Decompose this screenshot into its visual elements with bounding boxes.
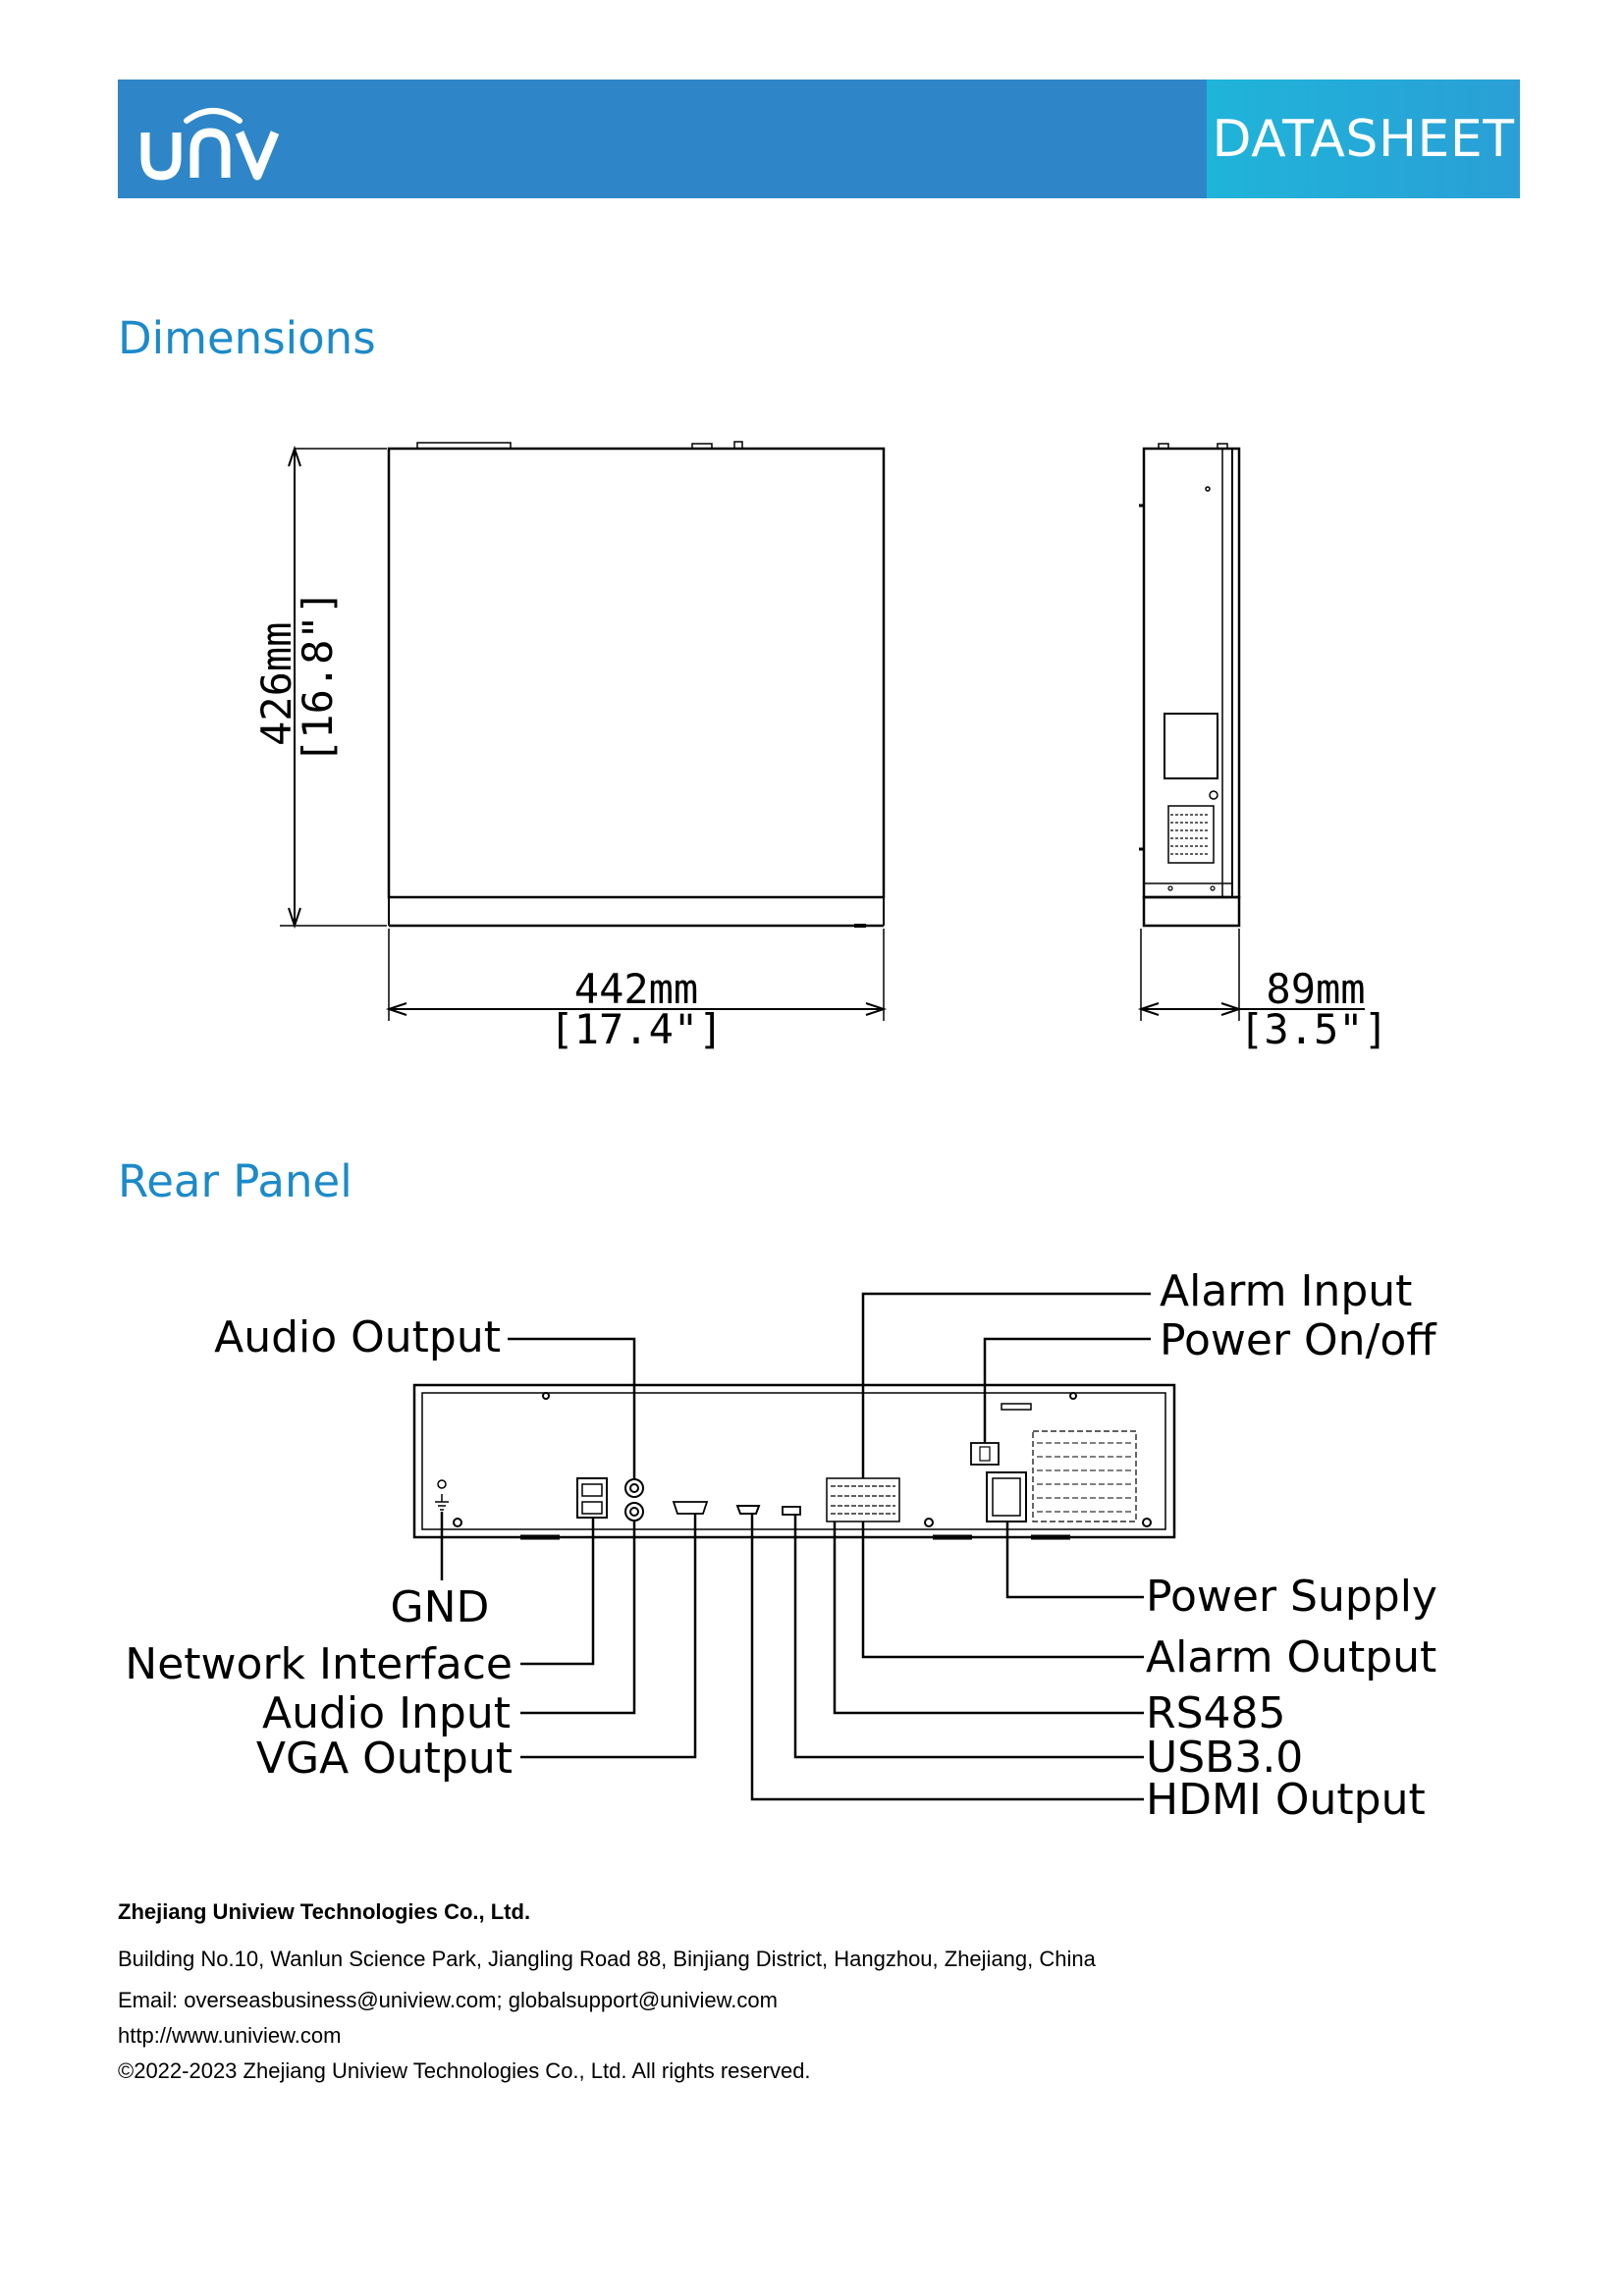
footer-company: Zhejiang Uniview Technologies Co., Ltd. — [118, 1899, 531, 1924]
label-audio-input: Audio Input — [262, 1688, 511, 1738]
footer-copyright: ©2022-2023 Zhejiang Uniview Technologies… — [118, 2058, 811, 2083]
top-view-drawing — [280, 441, 888, 1021]
rear-panel-heading: Rear Panel — [118, 1155, 352, 1207]
dimensions-heading: Dimensions — [118, 312, 376, 364]
height-in-label: [3.5"] — [1239, 1005, 1388, 1053]
datasheet-label: DATASHEET — [1212, 109, 1515, 169]
uniview-logo — [140, 108, 280, 181]
footer-email: Email: overseasbusiness@uniview.com; glo… — [118, 1988, 778, 2012]
datasheet-tag: DATASHEET — [1207, 80, 1520, 198]
width-mm-label: 442mm — [574, 965, 698, 1013]
label-hdmi-output: HDMI Output — [1146, 1775, 1426, 1825]
label-alarm-input: Alarm Input — [1160, 1266, 1412, 1316]
footer-website: http://www.uniview.com — [118, 2023, 342, 2048]
side-view-drawing — [1137, 443, 1365, 1021]
height-mm-label: 89mm — [1266, 965, 1365, 1013]
label-alarm-output: Alarm Output — [1146, 1632, 1436, 1682]
label-rs485: RS485 — [1146, 1688, 1285, 1738]
width-in-label: [17.4"] — [549, 1005, 723, 1053]
label-network-interface: Network Interface — [125, 1639, 513, 1689]
leader-lines — [440, 1292, 1151, 1801]
label-vga-output: VGA Output — [256, 1734, 513, 1784]
label-usb3: USB3.0 — [1146, 1733, 1303, 1783]
rear-panel-device — [412, 1383, 1176, 1540]
depth-in-label: [16.8"] — [294, 590, 342, 764]
footer: Zhejiang Uniview Technologies Co., Ltd. … — [118, 1895, 1096, 2089]
depth-mm-label: 426mm — [252, 622, 300, 746]
footer-address: Building No.10, Wanlun Science Park, Jia… — [118, 1947, 1096, 1971]
label-power-on-off: Power On/off — [1160, 1315, 1437, 1365]
label-gnd: GND — [391, 1582, 490, 1632]
header-banner: DATASHEET — [118, 80, 1520, 198]
label-power-supply: Power Supply — [1146, 1572, 1437, 1622]
label-audio-output: Audio Output — [214, 1312, 501, 1362]
